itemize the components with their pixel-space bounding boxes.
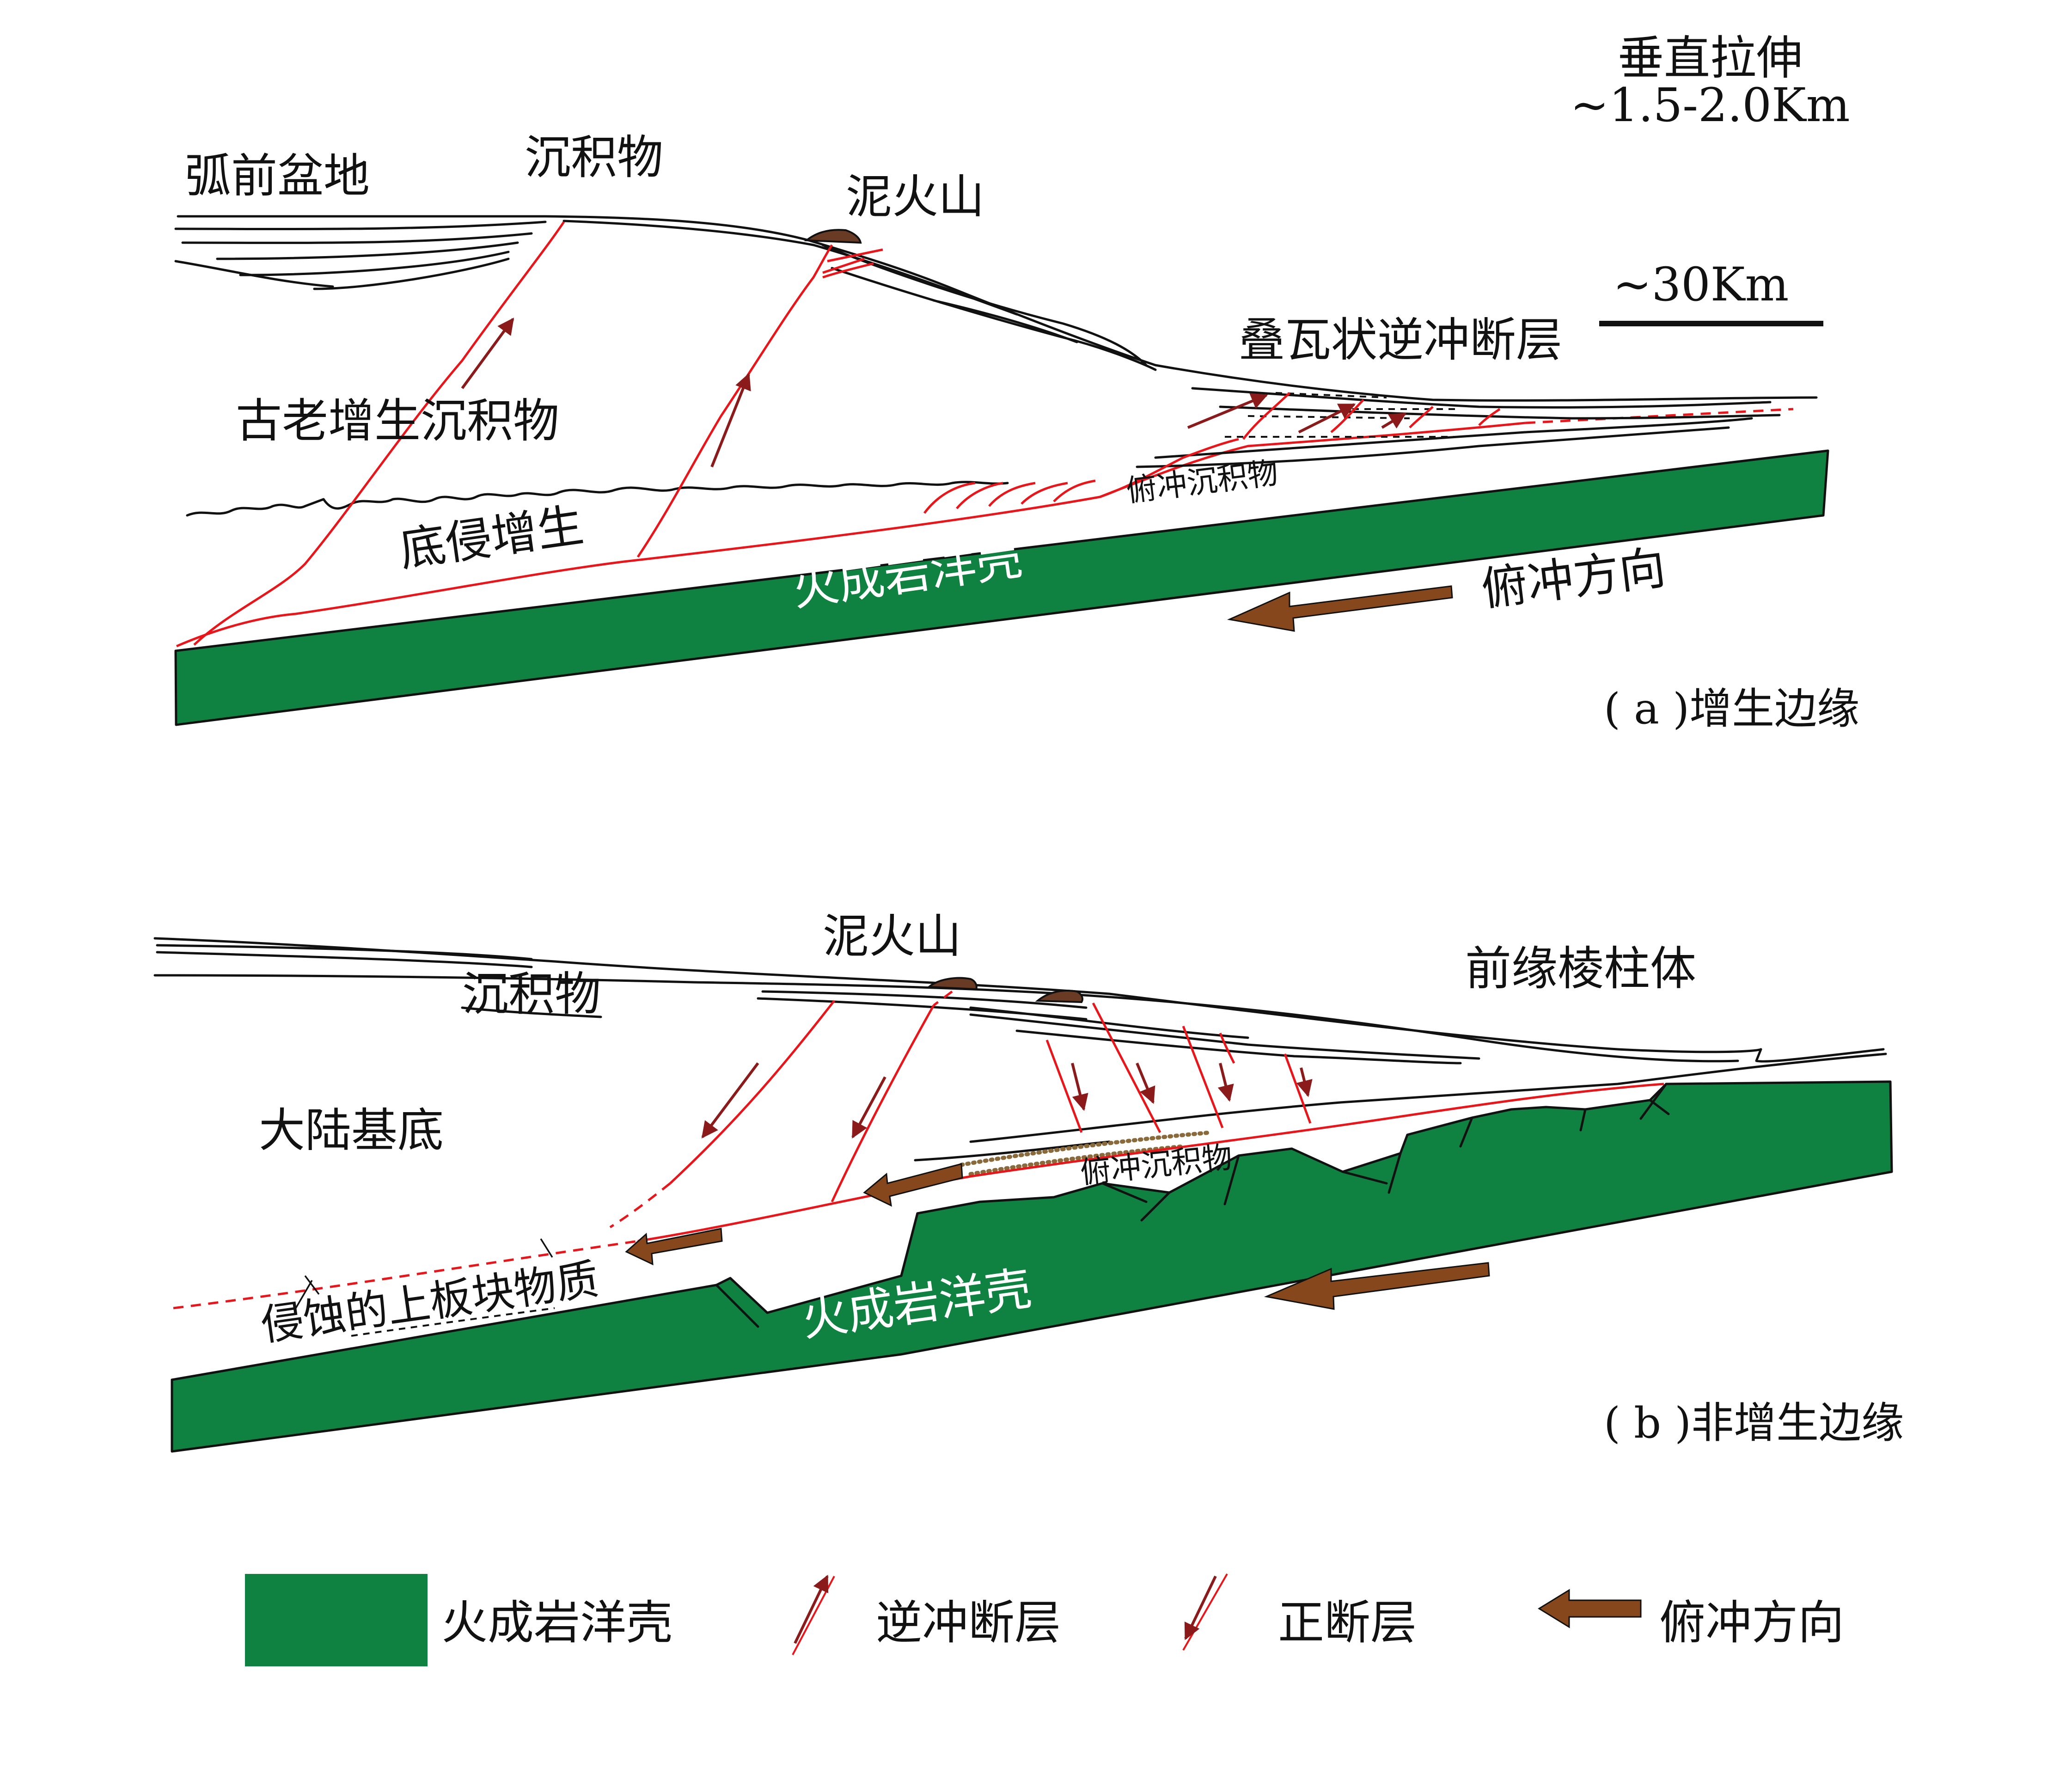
normal-fault-b-2 <box>831 1004 935 1203</box>
legend: 火成岩洋壳 逆冲断层 正断层 俯冲方向 <box>245 1573 1844 1666</box>
old-accretion-label: 古老增生沉积物 <box>236 394 559 448</box>
decollement-b <box>637 1083 1664 1242</box>
crust-faults-b <box>715 1083 1670 1328</box>
continental-basement-label: 大陆基底 <box>259 1103 444 1157</box>
subduction-arrow-b-1 <box>863 1163 963 1207</box>
legend-crust-label: 火成岩洋壳 <box>441 1596 672 1650</box>
decollement-a <box>176 422 1526 648</box>
scale-vertical-line1: 垂直拉伸 <box>1618 31 1803 85</box>
panel-b-title: ( b )非增生边缘 <box>1604 1398 1904 1448</box>
thrust-fault-a-2 <box>636 244 833 558</box>
subduction-arrow-a <box>1227 585 1453 632</box>
scale-vertical-line2: ~1.5-2.0Km <box>1570 78 1850 132</box>
thrust-arrow-a-5 <box>1381 412 1407 429</box>
panel-a-title: ( a )增生边缘 <box>1604 684 1859 734</box>
underplating-label: 底侵增生 <box>396 498 587 577</box>
imbricate-thrust-label: 叠瓦状逆冲断层 <box>1239 313 1562 367</box>
normal-arrow-b-5 <box>1217 1063 1234 1102</box>
frontal-layers-a <box>1136 387 1781 468</box>
subducted-sediment-dots-b <box>959 1130 1213 1176</box>
thrust-arrow-a-2 <box>710 373 751 468</box>
mud-volcano-a <box>804 229 862 244</box>
normal-fault-b-1 <box>669 1000 835 1184</box>
normal-arrow-b-3 <box>1071 1063 1088 1111</box>
oceanic-crust-slab-a <box>174 449 1829 726</box>
legend-thrust-icon <box>792 1574 835 1655</box>
sediment-label-b: 沉积物 <box>462 967 601 1021</box>
normal-fault-b-2-dash <box>933 991 953 1006</box>
mud-volcano-b-1 <box>926 977 978 991</box>
panel-b: 泥火山 前缘棱柱体 沉积物 大陆基底 俯冲沉积物 侵蚀的上板块物质 火成岩洋壳 … <box>153 909 1904 1453</box>
subducted-sediment-label-a: 俯冲沉积物 <box>1125 455 1280 509</box>
normal-arrow-b-2 <box>851 1076 886 1139</box>
decollement-dashed-a <box>1525 408 1794 424</box>
normal-faults-b-right <box>1045 1002 1312 1133</box>
legend-crust-swatch <box>245 1574 428 1666</box>
mud-volcano-label-b: 泥火山 <box>823 909 961 963</box>
normal-arrow-b-1 <box>701 1062 759 1138</box>
decollement-dashed-b <box>173 1240 638 1310</box>
sediment-top-b <box>153 974 1739 1063</box>
thrust-arrow-a-4 <box>1298 403 1356 434</box>
decollement-ticks-b <box>295 1238 553 1309</box>
legend-thrust-label: 逆冲断层 <box>876 1596 1061 1650</box>
legend-subduction-label: 俯冲方向 <box>1659 1596 1844 1650</box>
thrust-fault-a-1 <box>193 221 565 646</box>
thrust-fault-a-3 <box>822 248 883 279</box>
mud-volcano-label-a: 泥火山 <box>846 170 984 224</box>
mud-volcano-b-2 <box>1035 990 1083 1004</box>
frontal-toe-b <box>914 1053 1887 1162</box>
subduction-arrow-b-3 <box>1264 1262 1490 1310</box>
thrust-arrow-a-3 <box>1187 393 1268 429</box>
subduction-arrow-b-2 <box>625 1228 723 1266</box>
slope-layers-a <box>562 220 1157 371</box>
unconformity-a <box>186 481 1009 517</box>
sediment-label-a: 沉积物 <box>525 130 663 184</box>
eroded-material-dashed <box>351 1307 555 1337</box>
legend-normal-label: 正断层 <box>1278 1596 1417 1650</box>
forearc-layers-a <box>174 220 547 290</box>
normal-arrow-b-4 <box>1136 1062 1155 1104</box>
legend-normal-icon <box>1182 1573 1228 1651</box>
normal-fault-b-1-dash <box>609 1182 671 1229</box>
seafloor-a <box>177 215 1818 402</box>
thrust-arrow-a-1 <box>461 318 514 389</box>
forearc-basin-label: 弧前盆地 <box>185 149 370 203</box>
frontal-prism-label: 前缘棱柱体 <box>1465 942 1696 996</box>
legend-subduction-arrow-icon <box>1538 1589 1642 1628</box>
seafloor-b <box>153 937 1885 1063</box>
normal-arrow-b-6 <box>1296 1067 1313 1097</box>
sediment-layers-b <box>156 944 1480 1065</box>
panel-a: 垂直拉伸 ~1.5-2.0Km ~30Km 弧前盆地 沉积物 泥火山 叠瓦状逆冲… <box>174 31 1859 734</box>
scale-bar-label: ~30Km <box>1613 257 1789 312</box>
